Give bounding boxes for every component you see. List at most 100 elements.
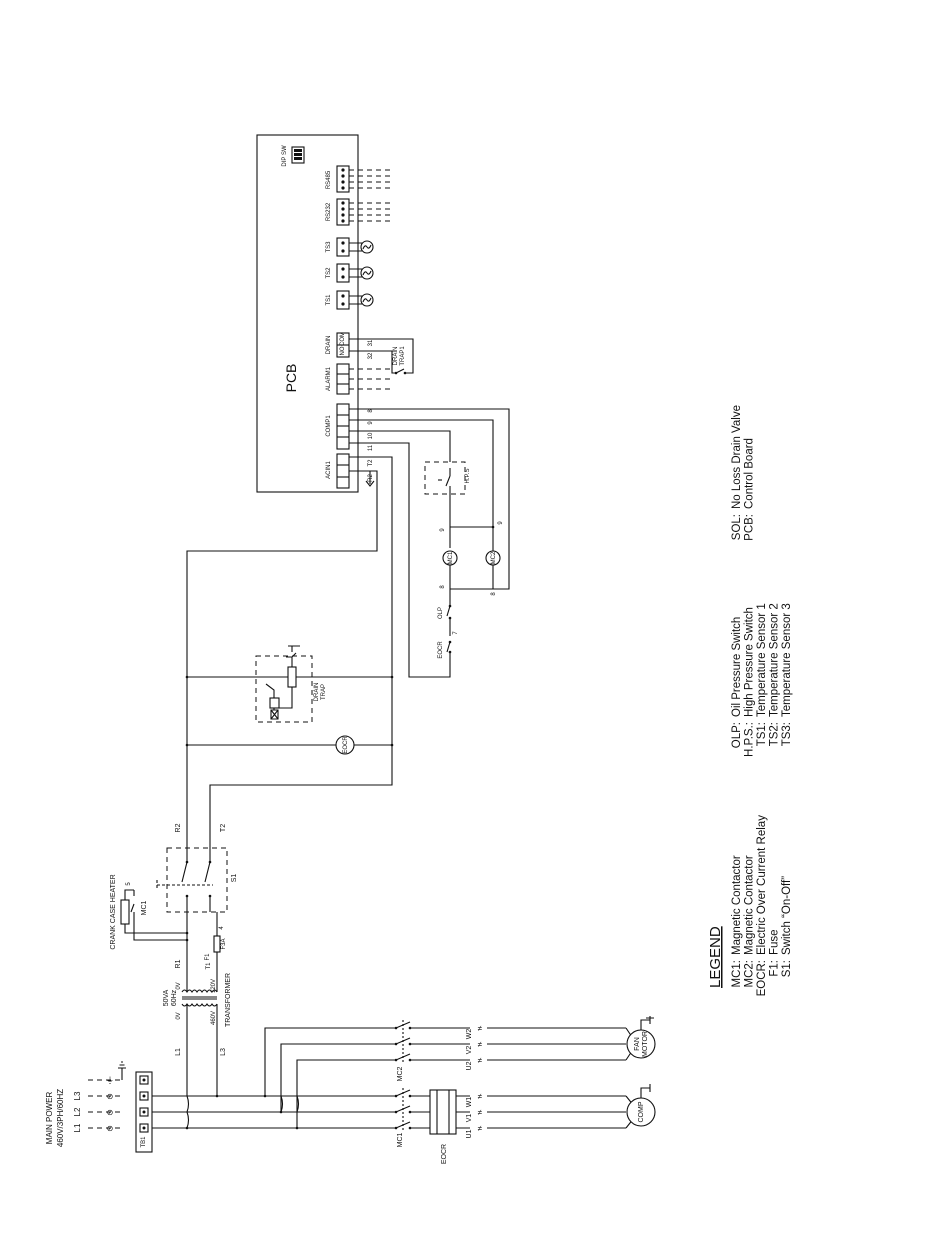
drain-trap-enclosure [255,655,313,723]
drain-no-pin: NO [340,346,346,355]
fan-term-u2: U2 [466,1061,473,1070]
pcb-term-32: 32 [368,352,374,359]
wire-8b: 8 [491,592,497,596]
main-power-l3: L3 [73,1091,82,1100]
ts2-connector [336,263,374,283]
fan-terminals-icon: ≠ ≠ ≠ [478,1024,483,1065]
rs485-connector [336,165,392,193]
main-power-title: MAIN POWER [45,1092,54,1145]
eocr-block-label: EOCR [441,1144,448,1164]
wire-9b: 9 [498,521,504,525]
solenoid-icon [287,666,297,688]
pcb-term-10: 10 [368,432,374,439]
pcb-term-9: 9 [368,421,374,425]
dip-switch-label: DIP SW [282,145,288,167]
transformer-460v: 460V [211,1011,217,1025]
olp-label: OLP [438,607,444,619]
legend-code: TS1: [756,722,768,746]
ts3-sensor-icon [360,240,374,254]
svg-text:≠: ≠ [478,1092,483,1101]
legend-code: F1: [769,960,781,977]
ts3-label: TS3 [326,241,332,253]
mc2-coil-label: MC2 [491,551,497,564]
legend-desc: Oil Pressure Switch [731,617,743,717]
acin1-label: ACIN1 [326,461,332,479]
legend-desc: Magnetic Contactor [731,855,743,955]
legend-desc: Temperature Sensor 1 [756,603,768,717]
legend-code: MC1: [731,960,743,987]
wire-t1-label: T1 [206,962,212,970]
alarm1-connector [336,363,392,395]
svg-text:≠: ≠ [478,1024,483,1033]
transformer-120v: 120V [211,979,217,993]
legend: LEGEND MC1:Magnetic ContactorMC2:Magneti… [707,405,793,996]
comp-term-u1: U1 [466,1129,473,1138]
pcb-board: PCB DIP SW RS485 RS232 [256,134,392,493]
mc2-contacts-icon [390,1020,470,1064]
drain-connector: COM NO [336,332,350,358]
fan-motor-label: FANMOTOR [634,1031,649,1057]
legend-desc: Temperature Sensor 2 [769,603,781,717]
main-power-l2: L2 [73,1107,82,1116]
fuse-rating: F3A [221,938,227,949]
ts1-label: TS1 [326,294,332,306]
legend-code: SOL: [731,514,743,540]
mc1-coil-label: MC1 [448,551,454,564]
ts1-sensor-icon [360,293,374,307]
wire-9a: 9 [440,528,446,532]
legend-desc: No Loss Drain Valve [731,405,743,509]
dip-switch [291,146,305,164]
compressor-label: COMP [638,1101,645,1122]
main-power-spec: 460V/3PH/60HZ [56,1089,65,1147]
eocr-contact-label: EOCR [438,641,444,659]
wire-7: 7 [453,631,459,635]
legend-title: LEGEND [707,926,724,988]
legend-code: H.P.S.: [744,722,756,757]
hps-switch-icon [445,468,451,494]
wire-r2-label: R2 [175,823,182,832]
svg-text:≠: ≠ [478,1056,483,1065]
main-power-l1: L1 [73,1123,82,1132]
pcb-term-t2: T2 [368,459,374,467]
transformer-0v-a: 0V [176,982,182,989]
legend-desc: Magnetic Contactor [744,855,756,955]
s1-label: S1 [231,874,238,883]
transformer-label: TRANSFORMER [225,973,232,1027]
svg-text:≠: ≠ [478,1040,483,1049]
hps-enclosure [424,461,466,495]
rs485-label: RS485 [326,170,332,189]
ts1-connector [336,290,374,310]
mc1-aux-label: MC1 [141,901,148,916]
svg-text:⊘: ⊘ [107,1108,114,1117]
svg-text:⊘: ⊘ [107,1124,114,1133]
fan-motor-icon [626,1029,656,1059]
legend-code: EOCR: [756,960,768,996]
legend-code: TS2: [769,722,781,746]
s1-switch-enclosure [166,847,228,913]
wire-l3-label: L3 [220,1048,227,1056]
svg-text:≠: ≠ [478,1108,483,1117]
fan-term-w2: W2 [466,1029,473,1040]
comp-term-v1: V1 [466,1114,473,1123]
crank-heater-label: CRANK CASE HEATER [110,874,117,949]
svg-text:≠: ≠ [478,1124,483,1133]
transformer-rating: 50VA60Hz [163,989,178,1006]
eocr-block-icon [429,1089,457,1135]
comp-term-w1: W1 [466,1097,473,1108]
olp-contact-icon [446,597,451,636]
crank-heater-icon [120,899,130,925]
eocr-relay-icon [335,735,355,755]
legend-desc: Electric Over Current Relay [756,815,768,955]
transformer-icon [181,985,218,1096]
mc2-contacts-label: MC2 [397,1067,404,1082]
drain-trap1-label: DRAINTRAP1 [393,346,406,366]
ground-tap-icon: ⏚ [106,1076,114,1085]
ts3-connector [336,237,374,257]
legend-code: TS3: [781,722,793,746]
rs232-connector [336,198,392,226]
legend-code: PCB: [744,514,756,541]
